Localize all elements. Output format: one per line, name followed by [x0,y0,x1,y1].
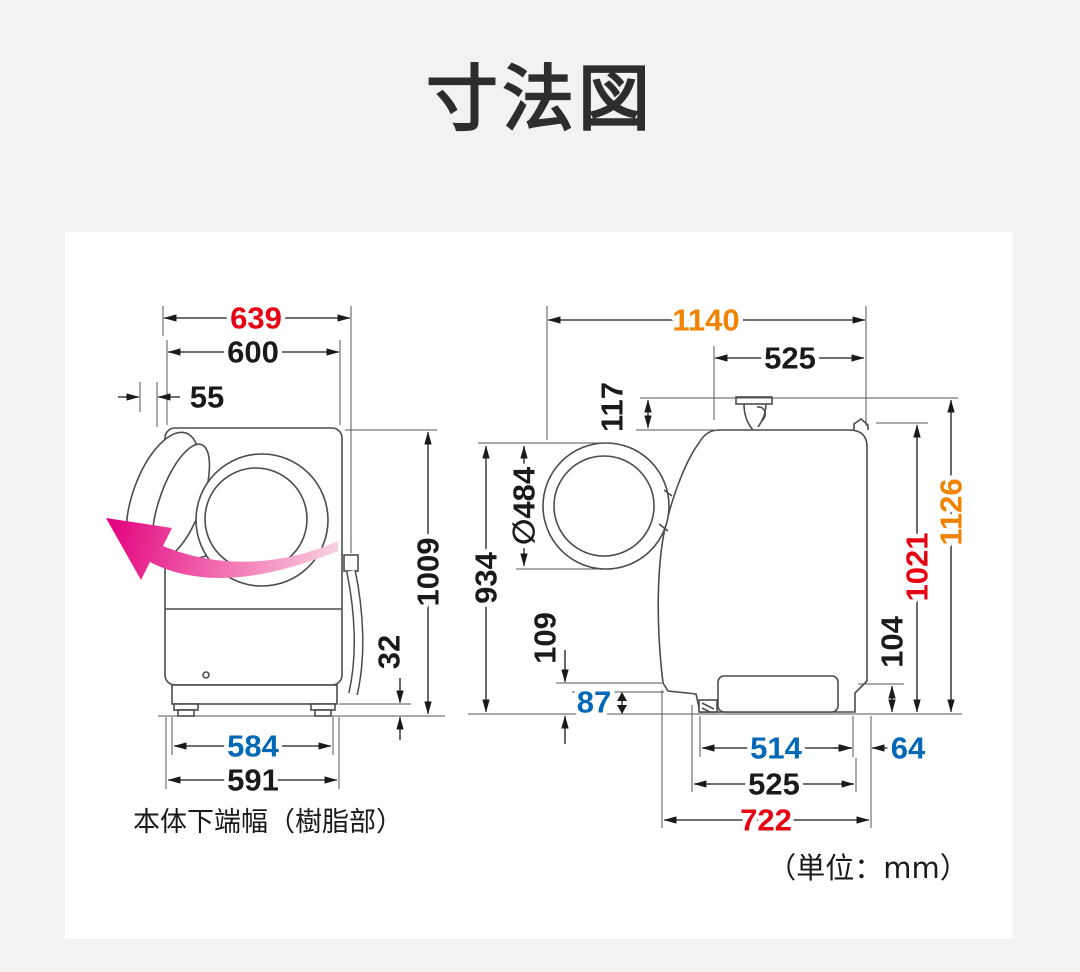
dim-front-body-height: 1009 [411,538,446,607]
dim-front-bottom-width-resin: 584 [227,729,279,764]
dim-side-base-front-height: 87 [577,685,611,720]
dim-side-front-height: 934 [469,551,504,603]
washer-side-outline [468,396,962,715]
dim-side-door-diameter: ∅484 [507,466,542,545]
dim-side-overall-height: 1126 [934,478,969,545]
washer-front-outline [125,427,445,717]
dim-front-overall-width: 639 [230,301,282,336]
dim-front-body-width: 600 [227,335,279,370]
faucet-detail [735,396,773,431]
dim-front-bottom-edge-height: 32 [372,635,407,669]
front-view-dimensions: 639 600 55 1009 32 584 591 [118,296,450,802]
front-view: 639 600 55 1009 32 584 591 [106,296,450,838]
door-swing-arrow-icon [106,518,338,580]
dim-front-door-protrusion: 55 [190,380,224,415]
hook-detail [853,417,869,430]
dim-side-back-height: 1021 [900,533,935,602]
dimension-diagram: 639 600 55 1009 32 584 591 [106,296,973,885]
dim-side-front-bottom-clearance: 109 [528,612,563,664]
dim-side-base-overall-depth: 722 [740,803,792,838]
dim-side-back-bottom-height: 104 [875,615,910,667]
dim-side-overall-depth: 1140 [672,303,739,338]
side-view: 1140 525 117 ∅484 934 109 [464,298,973,842]
side-view-dimensions: 1140 525 117 ∅484 934 109 [464,298,973,842]
dim-front-bottom-width: 591 [227,763,279,798]
dim-side-bottom-depth: 525 [748,767,800,802]
front-view-caption: 本体下端幅（樹脂部） [133,807,403,838]
page-title: 寸法図 [425,57,654,141]
dim-side-base-back-offset: 64 [891,731,926,766]
dim-side-top-depth: 525 [764,341,816,376]
dim-side-base-depth: 514 [750,731,802,766]
unit-label: （単位：mm） [767,851,969,885]
dim-side-faucet-height: 117 [595,382,630,432]
